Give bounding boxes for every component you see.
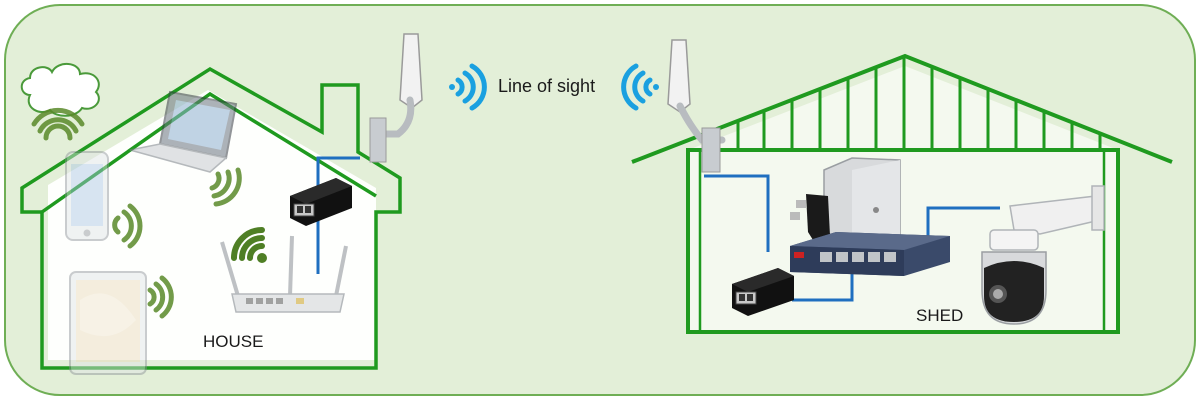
network-switch-icon xyxy=(790,232,950,276)
router-icon xyxy=(220,235,348,313)
poe-injector-icon xyxy=(732,268,794,316)
wifi-icon xyxy=(621,63,659,111)
house-outline xyxy=(20,66,402,370)
antenna-icon xyxy=(369,33,423,163)
phone-icon xyxy=(65,151,109,241)
shed-label: SHED xyxy=(916,306,964,325)
electrical-box-icon xyxy=(823,157,901,253)
house xyxy=(20,66,402,370)
tablet-icon xyxy=(69,271,147,375)
shed-cable xyxy=(926,206,1000,240)
wifi-icon xyxy=(449,63,487,111)
wifi-icon xyxy=(231,227,267,263)
shed-cable xyxy=(792,272,854,302)
wifi-icon xyxy=(209,167,242,207)
wifi-icon xyxy=(147,275,174,319)
wifi-icon xyxy=(112,203,143,249)
laptop-icon xyxy=(129,90,238,173)
poe-injector-icon xyxy=(290,178,352,226)
wifi-icon xyxy=(31,107,85,141)
house-label: HOUSE xyxy=(203,332,264,351)
house-cable xyxy=(316,156,360,274)
ptz-camera-icon xyxy=(981,185,1105,325)
antenna-icon xyxy=(667,39,726,173)
shed-cable xyxy=(704,174,770,252)
line-of-sight-label: Line of sight xyxy=(498,76,596,96)
